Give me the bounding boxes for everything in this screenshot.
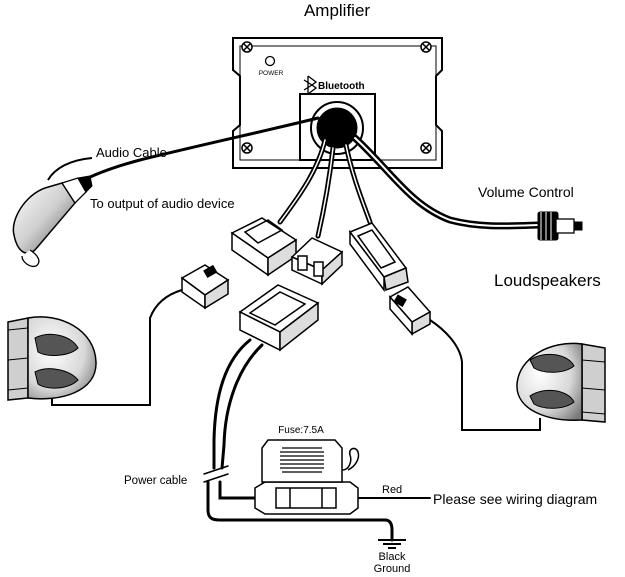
left-loudspeaker (7, 316, 97, 401)
audio-cable-label: Audio Cable (96, 145, 167, 160)
power-label: POWER (259, 70, 284, 77)
fuse-label: Fuse:7.5A (278, 425, 324, 436)
bluetooth-label: Bluetooth (318, 81, 365, 92)
ground-label: Ground (374, 563, 411, 575)
audio-output-label: To output of audio device (90, 196, 235, 211)
bluetooth-icon (303, 75, 318, 95)
left-speaker-connector (180, 217, 298, 310)
fuse-holder (254, 439, 360, 515)
amplifier-label: Amplifier (304, 1, 370, 20)
right-speaker-connector (348, 222, 432, 336)
cable-bundle (68, 116, 542, 239)
power-connector (238, 237, 344, 352)
audio-plug (12, 157, 93, 268)
loudspeakers-label: Loudspeakers (494, 271, 601, 290)
black-wire-label: Black (379, 551, 406, 563)
power-cable (203, 338, 431, 542)
power-led-icon (264, 55, 276, 67)
screw-icon (241, 41, 432, 154)
red-wire-label: Red (382, 484, 402, 496)
speaker-wires (51, 289, 541, 431)
ground-icon (378, 539, 406, 549)
wiring-note-label: Please see wiring diagram (433, 491, 597, 507)
fuse-icon (280, 447, 324, 473)
volume-control-knob (537, 211, 583, 241)
amplifier-unit (232, 37, 443, 169)
power-cable-label: Power cable (124, 475, 187, 487)
volume-control-label: Volume Control (478, 184, 574, 200)
right-loudspeaker (516, 342, 606, 423)
